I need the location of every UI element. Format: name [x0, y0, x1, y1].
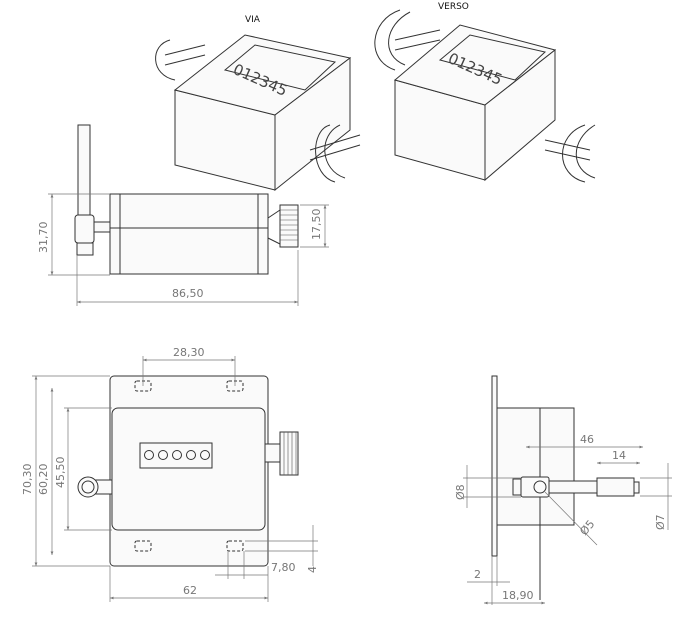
dim-tip-diameter: Ø7: [654, 514, 667, 530]
dim-tip-length: 14: [612, 449, 626, 462]
dim-overall-height: 70,30: [21, 464, 34, 496]
side-view: 31,70 17,50 86,50: [37, 124, 329, 306]
dim-slot-offset: 7,80: [271, 561, 296, 574]
dim-pin-diameter: Ø5: [577, 518, 597, 538]
dim-slot-height: 4: [306, 566, 319, 573]
view-label-via: VIA: [245, 15, 261, 25]
knob-arrow-icon: [155, 39, 176, 81]
dim-knob-diameter: 17,50: [310, 209, 323, 241]
view-label-verso: VERSO: [438, 2, 469, 12]
iso-view-front: VIA 012345: [155, 15, 361, 192]
dim-width: 62: [183, 584, 197, 597]
knob-arrow-icon: [562, 124, 586, 183]
knob-arrow-icon: [374, 9, 401, 71]
dim-hole-spacing: 28,30: [173, 346, 205, 359]
iso-view-back: VERSO 012345: [374, 2, 596, 183]
dim-hub-diameter: Ø8: [454, 484, 467, 500]
dim-body-offset: 18,90: [502, 589, 534, 602]
knob-arrow-icon: [315, 124, 336, 183]
dim-plate-thickness: 2: [474, 568, 481, 581]
dim-body-height: 45,50: [54, 457, 67, 489]
dim-side-height: 31,70: [37, 222, 50, 254]
dim-lever-length: 46: [580, 433, 594, 446]
front-view: 70,30 60,20 45,50 28,30 62 7,80 4: [21, 346, 319, 602]
dim-overall-length: 86,50: [172, 287, 204, 300]
right-view: 46 14 Ø8 Ø5 Ø7 2 18,90: [454, 375, 672, 605]
dim-plate-inner-height: 60,20: [37, 464, 50, 496]
